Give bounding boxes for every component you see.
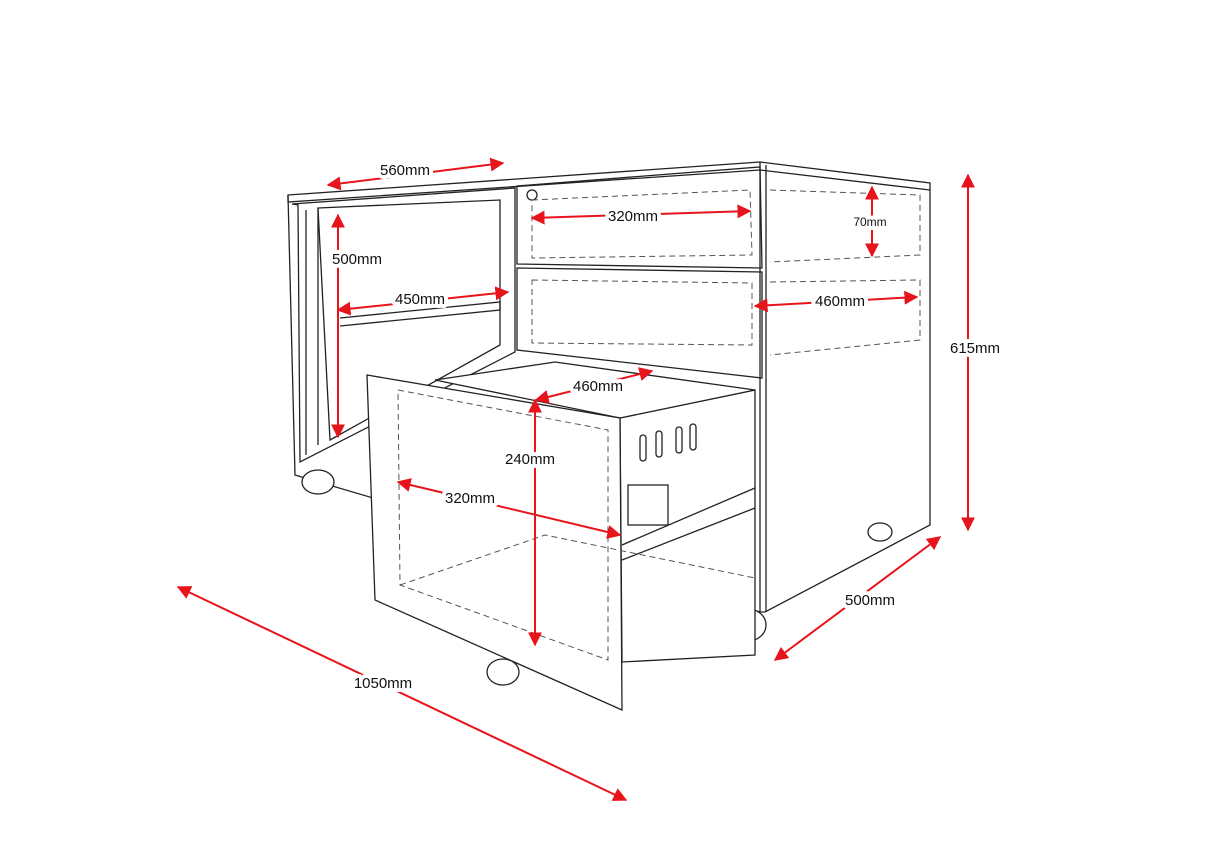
label-shelf-depth: 450mm	[395, 291, 445, 308]
label-top-drawer-width: 320mm	[608, 208, 658, 225]
label-file-drawer-height: 240mm	[505, 451, 555, 468]
label-top-drawer-height: 70mm	[853, 215, 886, 229]
dimension-arrows	[176, 157, 975, 801]
label-file-drawer-depth: 460mm	[573, 378, 623, 395]
label-file-drawer-width: 320mm	[445, 490, 495, 507]
label-overall-width: 1050mm	[354, 675, 412, 692]
label-drawer-depth-right: 460mm	[815, 293, 865, 310]
label-overall-height: 615mm	[950, 340, 1000, 357]
file-drawer	[366, 361, 756, 712]
label-overall-depth: 500mm	[845, 592, 895, 609]
label-compartment-height: 500mm	[332, 251, 382, 268]
label-top-width: 560mm	[380, 162, 430, 179]
